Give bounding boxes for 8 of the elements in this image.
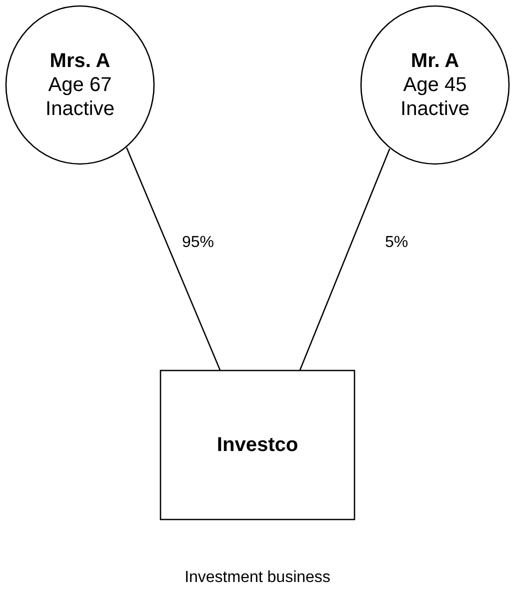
person-name: Mr. A (410, 49, 460, 73)
person-details: Age 67 Inactive (44, 73, 116, 121)
connector-line (299, 148, 390, 370)
person-details: Age 45 Inactive (400, 73, 470, 121)
company-name: Investco (216, 433, 298, 457)
connector-line (126, 147, 221, 370)
node-caption: Investment business (184, 568, 332, 588)
person-name: Mrs. A (50, 49, 110, 73)
